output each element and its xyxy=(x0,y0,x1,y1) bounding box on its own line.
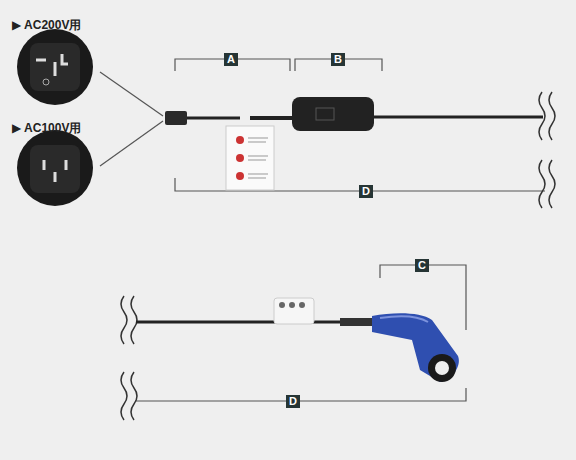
callout-badge: D xyxy=(359,185,373,198)
callout-badge: A xyxy=(224,53,238,66)
callout-letter: C xyxy=(418,259,426,271)
plug-label: ▶ AC100V用 xyxy=(12,120,81,137)
callout-letter: D xyxy=(362,185,370,197)
callout-badge: C xyxy=(415,259,429,272)
callout-letter: B xyxy=(334,53,342,65)
callout-letter: D xyxy=(289,395,297,407)
callout-letter: A xyxy=(227,53,235,65)
plug-label: ▶ AC200V用 xyxy=(12,17,81,34)
callout-badge: D xyxy=(286,395,300,408)
callout-badge: B xyxy=(331,53,345,66)
